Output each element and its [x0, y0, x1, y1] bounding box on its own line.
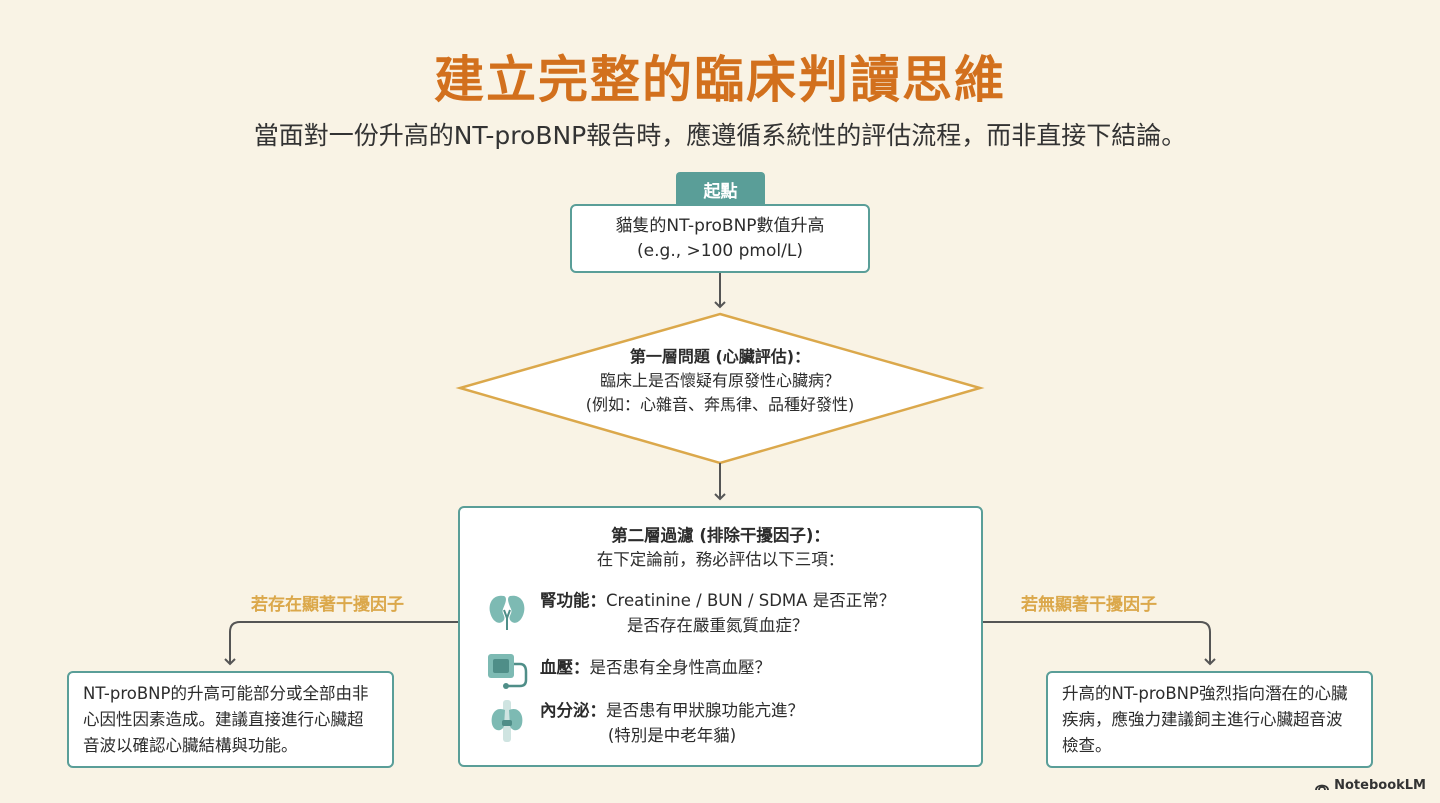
- notebooklm-logo-icon: [1315, 784, 1330, 790]
- brand-label: NotebookLM: [1334, 778, 1426, 793]
- bp-label: 血壓：: [540, 658, 590, 677]
- question-text: 第一層問題 (心臟評估)： 臨床上是否懷疑有原發性心臟病？ (例如：心雜音、奔馬…: [520, 345, 920, 417]
- kidney-icon: [489, 595, 525, 630]
- right-outcome-text: 升高的NT-proBNP強烈指向潛在的心臟疾病，應強力建議飼主進行心臟超音波檢查…: [1062, 684, 1348, 755]
- filter-header-2: 在下定論前，務必評估以下三項：: [596, 550, 845, 569]
- question-line-2: 臨床上是否懷疑有原發性心臟病？: [599, 371, 840, 390]
- question-line-1: 第一層問題 (心臟評估)：: [629, 347, 811, 366]
- bp-line-1: 是否患有全身性高血壓？: [589, 658, 772, 677]
- left-branch-label: 若存在顯著干擾因子: [251, 595, 404, 615]
- blood-pressure-icon: [488, 654, 528, 689]
- kidney-line-1: Creatinine / BUN / SDMA 是否正常？: [606, 591, 896, 610]
- endocrine-line-2: (特別是中老年貓): [607, 726, 737, 745]
- filter-item-blood-pressure: 血壓：是否患有全身性高血壓？: [484, 646, 969, 692]
- question-line-3: (例如：心雜音、奔馬律、品種好發性): [585, 395, 855, 414]
- right-branch-label: 若無顯著干擾因子: [1021, 595, 1157, 615]
- filter-header: 第二層過濾 (排除干擾因子)： 在下定論前，務必評估以下三項：: [460, 524, 981, 572]
- page-title: 建立完整的臨床判讀思維: [434, 51, 1006, 109]
- notebooklm-watermark: NotebookLM: [1315, 778, 1426, 793]
- arrow-to-right-branch: [983, 621, 1216, 666]
- filter-item-endocrine: 內分泌：是否患有甲狀腺功能亢進？ (特別是中老年貓): [484, 698, 969, 748]
- right-outcome-box: 升高的NT-proBNP強烈指向潛在的心臟疾病，應強力建議飼主進行心臟超音波檢查…: [1046, 671, 1373, 768]
- thyroid-icon: [491, 700, 523, 742]
- filter-item-kidney: 腎功能：Creatinine / BUN / SDMA 是否正常？ 是否存在嚴重…: [484, 588, 969, 638]
- start-line-1: 貓隻的NT-proBNP數值升高: [615, 215, 825, 236]
- endocrine-line-1: 是否患有甲狀腺功能亢進？: [606, 701, 804, 720]
- endocrine-label: 內分泌：: [540, 701, 606, 720]
- arrow-to-left-branch: [224, 621, 458, 666]
- left-outcome-text: NT-proBNP的升高可能部分或全部由非心因性因素造成。建議直接進行心臟超音波…: [83, 684, 369, 755]
- kidney-line-2: 是否存在嚴重氮質血症？: [626, 616, 809, 635]
- start-tag: 起點: [676, 172, 765, 206]
- page-subtitle: 當面對一份升高的NT-proBNP報告時，應遵循系統性的評估流程，而非直接下結論…: [253, 121, 1187, 150]
- left-outcome-box: NT-proBNP的升高可能部分或全部由非心因性因素造成。建議直接進行心臟超音波…: [67, 671, 394, 768]
- kidney-label: 腎功能：: [540, 591, 606, 610]
- start-box: 貓隻的NT-proBNP數值升高 (e.g., >100 pmol/L): [570, 204, 870, 273]
- start-line-2: (e.g., >100 pmol/L): [637, 240, 803, 261]
- filter-header-1: 第二層過濾 (排除干擾因子)：: [611, 526, 830, 545]
- filter-box: 第二層過濾 (排除干擾因子)： 在下定論前，務必評估以下三項： 腎功能：Crea…: [458, 506, 983, 767]
